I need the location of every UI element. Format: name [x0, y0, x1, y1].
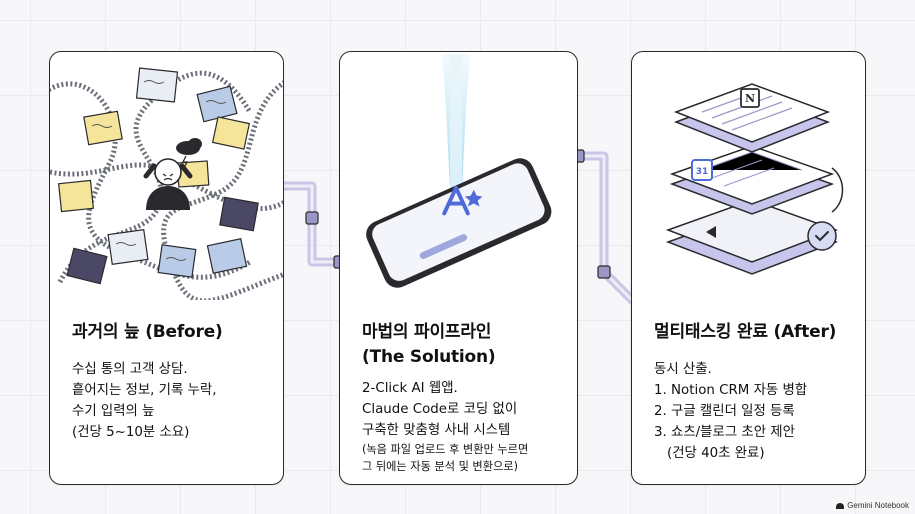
sticky-note	[211, 116, 251, 150]
pipe-joint	[305, 211, 319, 225]
card-after-line: 1. Notion CRM 자동 병합	[654, 383, 808, 398]
card-after-text: 멀티태스킹 완료 (After) 동시 산출. 1. Notion CRM 자동…	[654, 320, 851, 464]
ai-logo-icon	[442, 185, 483, 216]
badge-label: Gemini Notebook	[847, 501, 909, 510]
card-solution-note: (녹음 파일 업로드 후 변환만 누르면	[362, 443, 529, 456]
card-before-line: 수기 입력의 늪	[72, 404, 155, 419]
card-solution: 마법의 파이프라인 (The Solution) 2-Click AI 웹앱. …	[339, 51, 578, 485]
card-solution-note: 그 뒤에는 자동 분석 및 변환으로)	[362, 460, 518, 473]
notion-icon-label: N	[745, 92, 755, 105]
pipe-joint	[597, 265, 611, 279]
sticky-note	[219, 196, 259, 232]
card-solution-title-line2: (The Solution)	[362, 347, 496, 367]
card-solution-title: 마법의 파이프라인 (The Solution)	[362, 320, 563, 370]
calendar-layer: 31	[669, 145, 835, 215]
stressed-person-icon	[143, 158, 193, 210]
calendar-icon-label: 31	[696, 167, 709, 177]
card-after-line: 3. 쇼츠/블로그 초안 제안	[654, 425, 795, 440]
card-after: 31 N 멀티태스킹 완료 (After) 동시 산출. 1. Notion C…	[631, 51, 866, 485]
sticky-note	[83, 110, 123, 146]
video-blog-layer	[665, 199, 839, 275]
play-icon	[706, 226, 716, 238]
chaos-illustration	[50, 67, 283, 300]
sticky-note	[107, 228, 149, 266]
phone-icon	[366, 158, 552, 288]
card-solution-line: 구축한 맞춤형 사내 시스템	[362, 423, 511, 438]
sticky-note	[57, 179, 95, 213]
card-before-title: 과거의 늪 (Before)	[72, 322, 223, 342]
sticky-note	[135, 67, 179, 103]
card-before-line: 흩어지는 정보, 기록 누락,	[72, 383, 217, 398]
card-solution-text: 마법의 파이프라인 (The Solution) 2-Click AI 웹앱. …	[362, 320, 563, 475]
card-before-line: (건당 5~10분 소요)	[72, 425, 190, 440]
sticky-note	[66, 247, 108, 285]
notebook-logo-icon	[836, 502, 845, 509]
google-calendar-icon: 31	[691, 159, 713, 181]
checkmark-badge-icon	[807, 221, 837, 251]
storm-cloud-icon	[176, 138, 202, 169]
card-before-text: 과거의 늪 (Before) 수십 통의 고객 상담. 흩어지는 정보, 기록 …	[72, 320, 269, 443]
sticky-note	[196, 85, 238, 123]
card-solution-line: Claude Code로 코딩 없이	[362, 402, 518, 417]
phone-pipeline-illustration	[366, 54, 552, 288]
card-before: 과거의 늪 (Before) 수십 통의 고객 상담. 흩어지는 정보, 기록 …	[49, 51, 284, 485]
card-solution-title-line1: 마법의 파이프라인	[362, 322, 492, 342]
sticky-note	[206, 238, 248, 274]
flow-arrow-icon	[831, 167, 844, 213]
sticky-note	[157, 244, 197, 278]
card-before-line: 수십 통의 고객 상담.	[72, 362, 188, 377]
card-after-line: 동시 산출.	[654, 362, 712, 377]
notion-doc-layer: N	[673, 83, 831, 153]
stacked-outputs-illustration: 31 N	[665, 83, 844, 275]
card-solution-line: 2-Click AI 웹앱.	[362, 381, 458, 396]
card-after-line: (건당 40초 완료)	[667, 446, 765, 461]
gemini-notebook-badge: Gemini Notebook	[836, 501, 909, 510]
card-after-line: 2. 구글 캘린더 일정 등록	[654, 404, 795, 419]
notion-icon: N	[740, 88, 760, 108]
card-after-title: 멀티태스킹 완료 (After)	[654, 322, 837, 342]
